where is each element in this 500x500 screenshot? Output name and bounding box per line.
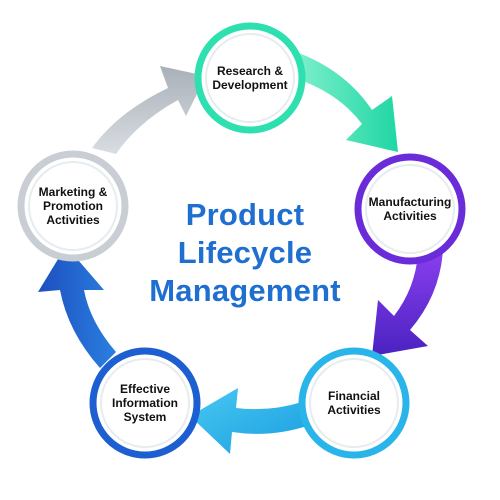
title-line-2: Lifecycle (177, 235, 313, 270)
stage-label: Research & Development (200, 64, 300, 92)
diagram-title: Product Lifecycle Management (120, 196, 370, 310)
title-line-3: Management (149, 273, 341, 308)
arrow-research-to-manufacturing (294, 52, 398, 152)
stage-label: Financial Activities (304, 389, 404, 417)
stage-label: Marketing & Promotion Activities (23, 185, 123, 227)
stage-label-line: Promotion (43, 199, 103, 213)
stage-label-line: Activities (46, 213, 100, 227)
stage-label: Effective Information System (95, 382, 195, 424)
stage-label-line: System (123, 410, 167, 424)
stage-label-line: Research & (216, 64, 284, 78)
stage-label-line: Effective (119, 382, 171, 396)
stage-research-development: Research & Development (208, 36, 292, 120)
stage-label-line: Financial (327, 389, 380, 403)
stage-marketing-promotion: Marketing & Promotion Activities (31, 164, 115, 248)
title-line-1: Product (185, 197, 305, 232)
stage-label-line: Activities (327, 403, 381, 417)
arrow-marketing-to-research (92, 66, 206, 154)
arrow-information-to-marketing (38, 246, 116, 368)
stage-financial-activities: Financial Activities (312, 361, 396, 445)
stage-label: Manufacturing Activities (360, 195, 460, 223)
arrow-financial-to-information (190, 388, 310, 454)
stage-manufacturing-activities: Manufacturing Activities (368, 167, 452, 251)
stage-effective-information-system: Effective Information System (103, 361, 187, 445)
stage-label-line: Activities (383, 209, 437, 223)
stage-label-line: Development (212, 78, 288, 92)
stage-label-line: Information (112, 396, 178, 410)
stage-label-line: Manufacturing (368, 195, 452, 209)
stage-label-line: Marketing & (38, 185, 108, 199)
arrow-manufacturing-to-financial (372, 250, 443, 356)
